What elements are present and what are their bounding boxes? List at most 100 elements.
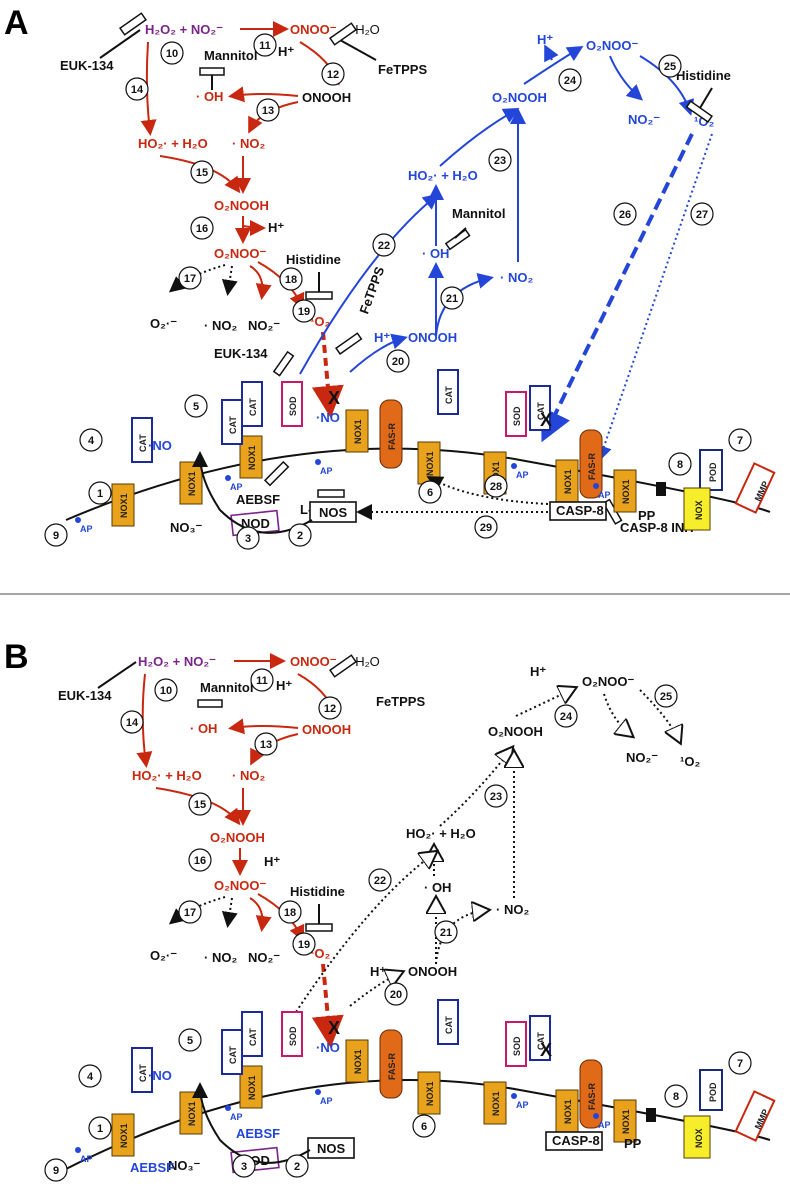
arrow-24 bbox=[523, 45, 584, 85]
a-step-circle bbox=[418, 480, 442, 504]
blue-ho2-label: HO₂· + H₂O bbox=[408, 168, 478, 183]
b-step-circle bbox=[44, 1158, 68, 1182]
b-hplus-label: H⁺ bbox=[276, 678, 292, 693]
b-cat-label: CAT bbox=[444, 1016, 454, 1034]
b-sod-box bbox=[505, 1021, 527, 1067]
a-ap-label: AP bbox=[230, 482, 243, 492]
a-nox1-label: NOX1 bbox=[425, 451, 435, 476]
b-nos-label: NOS bbox=[317, 1141, 346, 1156]
b-step-circle bbox=[434, 920, 458, 944]
b-step-number: 11 bbox=[256, 675, 268, 687]
b-mannitol-bar bbox=[197, 699, 223, 708]
a-no-radical: ·NO bbox=[316, 410, 340, 425]
a-nox1-box bbox=[613, 469, 637, 513]
a-step-number: 20 bbox=[392, 356, 404, 368]
a-step-circle bbox=[488, 148, 512, 172]
mannitol-bar bbox=[199, 67, 225, 76]
a-fasr-box bbox=[579, 429, 603, 499]
b-step-circle bbox=[188, 848, 212, 872]
b-ap-label: AP bbox=[516, 1100, 529, 1110]
b-arrow-25a bbox=[603, 693, 632, 736]
histidine-right-bar bbox=[685, 100, 713, 123]
pod-box bbox=[699, 449, 723, 491]
b-fasr-label: FAS-R bbox=[587, 1082, 597, 1110]
b-arrow-18a bbox=[249, 897, 272, 932]
a-step-circle bbox=[190, 160, 214, 184]
a-step-number: 19 bbox=[298, 306, 310, 318]
a-cat-label: CAT bbox=[248, 398, 258, 416]
b-nox1-box bbox=[179, 1091, 203, 1135]
a-ap-label: AP bbox=[516, 470, 529, 480]
b-step-number: 5 bbox=[187, 1035, 193, 1047]
b-step-circle bbox=[250, 668, 274, 692]
arrow-nos-no bbox=[192, 451, 313, 534]
b-no2rad-label: · NO₂ bbox=[204, 950, 237, 965]
a-step-circle bbox=[125, 77, 149, 101]
b-step-circle bbox=[384, 982, 408, 1006]
a-ap-dot bbox=[75, 517, 81, 523]
mannitol2-bar bbox=[444, 228, 471, 251]
b-fasr-label: FAS-R bbox=[387, 1052, 397, 1080]
a-nox1-label: NOX1 bbox=[187, 471, 197, 496]
b-cat-box bbox=[529, 1015, 551, 1061]
b-oh-right-label: · OH bbox=[424, 880, 451, 895]
a-step-number: 27 bbox=[696, 209, 708, 221]
a-step-circle bbox=[253, 33, 277, 57]
b-step-circle bbox=[178, 900, 202, 924]
b-ho2-right-label: HO₂· + H₂O bbox=[406, 826, 476, 841]
a-step-number: 11 bbox=[259, 40, 271, 52]
arrow-13 bbox=[228, 86, 299, 103]
a-step-circle bbox=[658, 54, 682, 78]
b-no2minus-right-label: NO₂⁻ bbox=[626, 750, 658, 765]
b-step-number: 17 bbox=[184, 907, 196, 919]
a-nox1-label: NOX1 bbox=[247, 445, 257, 470]
b-step-number: 25 bbox=[660, 691, 672, 703]
b-step-number: 15 bbox=[194, 799, 206, 811]
b-step-circle bbox=[285, 1154, 309, 1178]
b-step-number: 7 bbox=[737, 1058, 743, 1070]
a-step-circle bbox=[728, 428, 752, 452]
a-ap-label: AP bbox=[320, 466, 333, 476]
a-fasr-box bbox=[379, 399, 403, 469]
a-nox1-label: NOX1 bbox=[491, 461, 501, 486]
b-ap-dot bbox=[225, 1105, 231, 1111]
b-step-number: 8 bbox=[673, 1091, 679, 1103]
oh-left-label: · OH bbox=[196, 89, 223, 104]
b-histidine-label: Histidine bbox=[290, 884, 345, 899]
arrow-27 bbox=[596, 133, 713, 462]
a-step-circle bbox=[288, 523, 312, 547]
blue-hplus-label: H⁺ bbox=[537, 32, 553, 47]
mannitol2-stem bbox=[454, 227, 467, 239]
b-step-number: 24 bbox=[560, 711, 573, 723]
a-nox1-box bbox=[111, 483, 135, 527]
a-step-number: 17 bbox=[184, 273, 196, 285]
b-step-number: 4 bbox=[87, 1071, 94, 1083]
euk-label: EUK-134 bbox=[60, 58, 114, 73]
histidine-right-stem bbox=[699, 87, 713, 109]
b-arrow-nos-no bbox=[192, 1082, 311, 1164]
b-onoo-label: ONOO⁻ bbox=[290, 654, 337, 669]
b-h2o2-no2-label: H₂O₂ + NO₂⁻ bbox=[138, 654, 216, 669]
b-step-circle bbox=[232, 1154, 256, 1178]
aebsf-bar bbox=[263, 460, 290, 487]
o2noo-label: O₂NOO⁻ bbox=[214, 246, 267, 261]
a-cat-box bbox=[241, 381, 263, 427]
arrow-17b bbox=[221, 265, 238, 296]
a-step-circle bbox=[184, 394, 208, 418]
a-step-number: 14 bbox=[131, 84, 144, 96]
a-x-mark: X bbox=[540, 410, 552, 430]
b-step-number: 22 bbox=[374, 875, 386, 887]
arrow-23a bbox=[439, 108, 520, 167]
o2nooh-label: O₂NOOH bbox=[214, 198, 269, 213]
b-step-number: 6 bbox=[421, 1121, 427, 1133]
b-no2minus-label: NO₂⁻ bbox=[248, 950, 280, 965]
b-arrow-24 bbox=[515, 688, 575, 717]
b-nox1-box bbox=[483, 1081, 507, 1125]
a-step-number: 16 bbox=[196, 223, 208, 235]
arrow-21 bbox=[435, 273, 494, 337]
a-ap-dot bbox=[315, 459, 321, 465]
blue-oh-label: · OH bbox=[422, 246, 449, 261]
b-nox1-label: NOX1 bbox=[425, 1081, 435, 1106]
b-no3-label: NO₃⁻ bbox=[168, 1158, 201, 1173]
a-step-circle bbox=[292, 299, 316, 323]
